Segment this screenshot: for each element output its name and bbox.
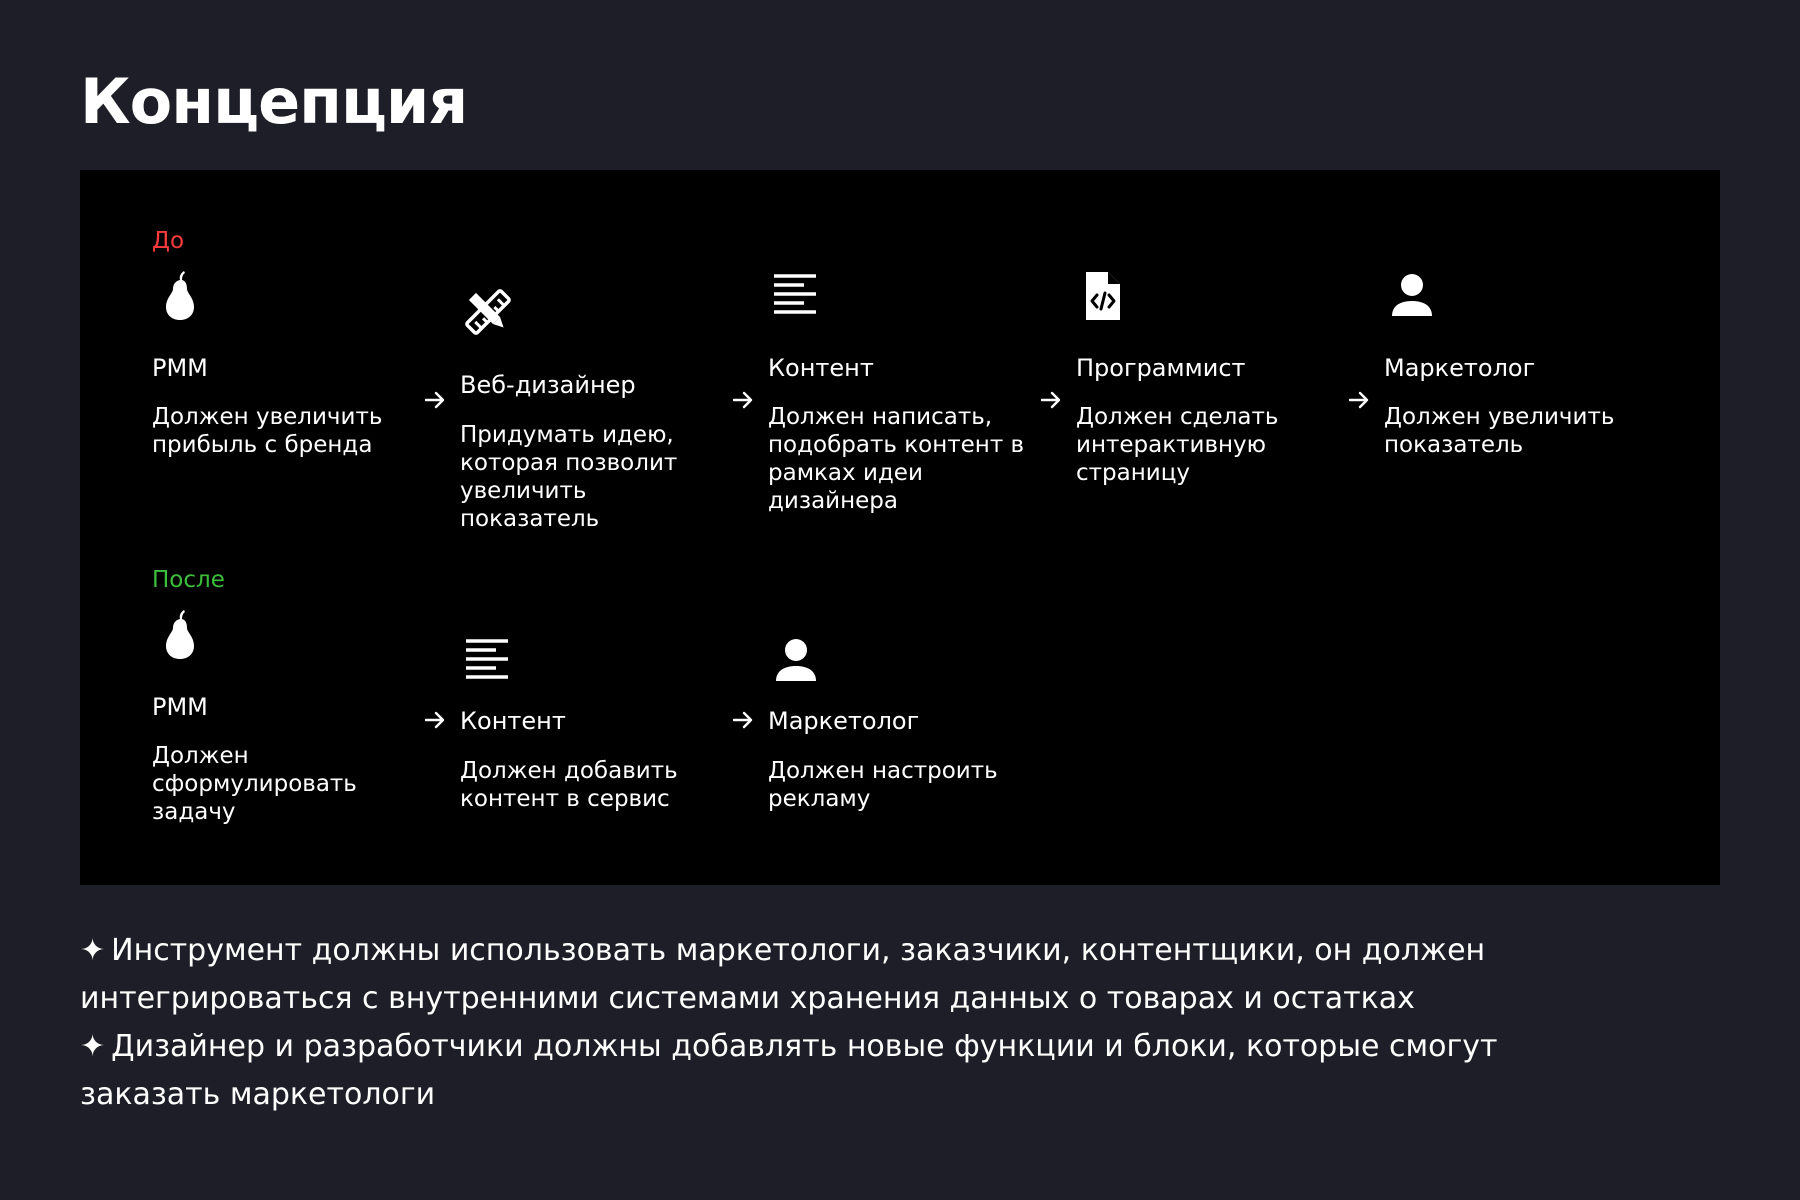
role-description: Должен сформулировать задачу: [152, 743, 357, 825]
role-title: Контент: [768, 354, 874, 382]
role-description: Должен добавить контент в сервис: [460, 758, 678, 812]
note-text: Инструмент должны использовать маркетоло…: [80, 933, 1486, 1016]
note-text: Дизайнер и разработчики должны добавлять…: [80, 1029, 1498, 1112]
arrow-right-icon: [423, 388, 447, 412]
role-description: Придумать идею, которая позволит увеличи…: [460, 422, 678, 532]
pear-icon: [152, 607, 208, 663]
role-title: Веб-дизайнер: [460, 371, 636, 399]
after-label: После: [152, 567, 225, 593]
sparkle-bullet-icon: ✦: [80, 933, 106, 968]
pear-icon: [152, 268, 208, 324]
role-title: Маркетолог: [1384, 354, 1536, 382]
user-icon: [1384, 268, 1440, 324]
text-lines-icon: [460, 633, 516, 689]
role-description: Должен увеличить прибыль с бренда: [152, 404, 383, 458]
arrow-right-icon: [1039, 388, 1063, 412]
page-title: Концепция: [80, 65, 468, 138]
role-description: Должен настроить рекламу: [768, 758, 998, 812]
before-label: До: [152, 228, 185, 254]
role-description: Должен написать, подобрать контент в рам…: [768, 404, 1025, 514]
note-item: ✦Дизайнер и разработчики должны добавлят…: [80, 1023, 1500, 1119]
text-lines-icon: [768, 268, 824, 324]
role-title: Контент: [460, 707, 566, 735]
code-file-icon: [1076, 268, 1132, 324]
role-title: PMM: [152, 354, 208, 382]
user-icon: [768, 633, 824, 689]
pencil-ruler-icon: [460, 284, 516, 340]
role-description: Должен сделать интерактивную страницу: [1076, 404, 1279, 486]
sparkle-bullet-icon: ✦: [80, 1029, 106, 1064]
arrow-right-icon: [731, 708, 755, 732]
arrow-right-icon: [1347, 388, 1371, 412]
arrow-right-icon: [731, 388, 755, 412]
role-title: Программист: [1076, 354, 1246, 382]
role-title: Маркетолог: [768, 707, 920, 735]
note-item: ✦Инструмент должны использовать маркетол…: [80, 927, 1500, 1023]
notes-list: ✦Инструмент должны использовать маркетол…: [80, 927, 1500, 1119]
role-description: Должен увеличить показатель: [1384, 404, 1615, 458]
concept-diagram-panel: До PMM Должен увеличить прибыль с бренда: [80, 170, 1720, 885]
arrow-right-icon: [423, 708, 447, 732]
role-title: PMM: [152, 693, 208, 721]
